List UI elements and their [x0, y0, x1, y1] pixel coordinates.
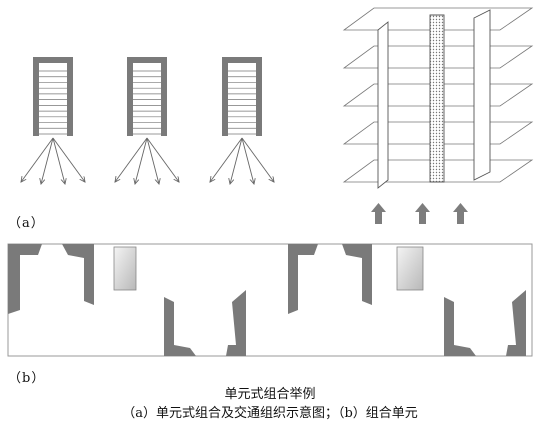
core-block — [396, 246, 424, 291]
wall-corner — [62, 244, 94, 305]
stair-unit — [115, 57, 179, 184]
stair-well-wall — [222, 57, 262, 136]
wall-corner — [226, 290, 246, 356]
caption-subtitle: （a）单元式组合及交通组织示意图；（b）组合单元 — [122, 406, 418, 421]
exit-arrow — [230, 137, 243, 184]
exit-arrow — [146, 137, 179, 182]
exit-arrow — [210, 137, 243, 182]
exit-arrow — [241, 137, 254, 184]
combined-plan — [7, 243, 533, 357]
exit-arrow — [146, 137, 159, 184]
stair-unit — [210, 57, 274, 184]
caption-title: 单元式组合举例 — [224, 387, 316, 402]
wall-corner — [506, 290, 526, 356]
vertical-wall-center — [429, 14, 445, 183]
wall-corner — [164, 297, 196, 356]
exit-arrow — [115, 137, 148, 182]
exit-arrow — [41, 137, 54, 184]
stair-well-wall — [127, 57, 167, 136]
up-arrow — [371, 203, 386, 224]
exit-arrow — [52, 137, 65, 184]
floor-stack — [342, 7, 534, 224]
core-block — [113, 246, 137, 291]
exit-arrow — [135, 137, 148, 184]
vertical-wall-left — [377, 21, 389, 189]
up-arrow — [453, 203, 468, 224]
stair-units — [21, 57, 274, 184]
up-arrow — [415, 203, 430, 224]
wall-corner — [8, 244, 42, 314]
wall-corner — [444, 297, 476, 356]
wall-corner — [288, 244, 318, 314]
wall-corner — [342, 244, 372, 305]
stair-unit — [21, 57, 85, 184]
exit-arrow — [52, 137, 85, 182]
vertical-wall-right — [473, 9, 491, 181]
label-a: （a） — [8, 216, 45, 231]
exit-arrow — [241, 137, 274, 182]
label-b: （b） — [8, 371, 46, 386]
exit-arrow — [21, 137, 54, 182]
stair-well-wall — [33, 57, 73, 136]
